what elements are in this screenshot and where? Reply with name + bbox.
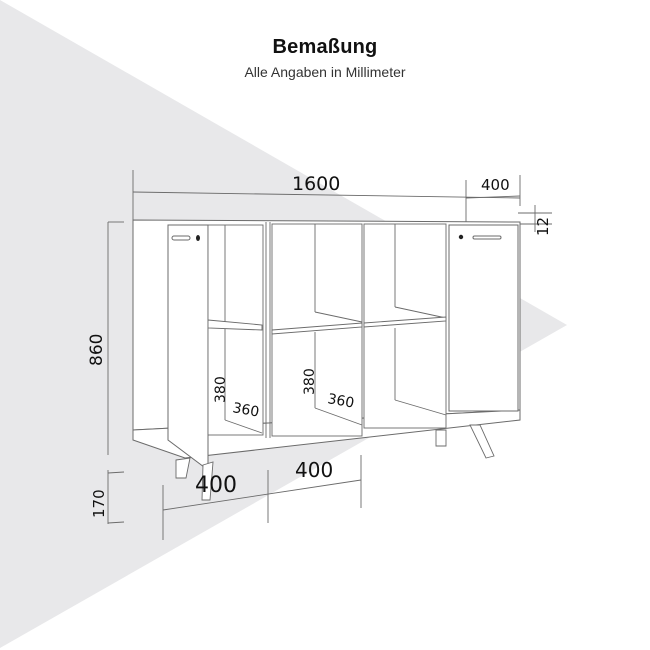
- page-subtitle: Alle Angaben in Millimeter: [244, 64, 406, 80]
- dim-compartment-depth-center: 360: [326, 391, 355, 411]
- dim-compartment-height-left: 380: [213, 376, 229, 403]
- dim-height-body: 860: [87, 334, 107, 366]
- dim-compartment-depth-left: 360: [231, 400, 260, 420]
- dim-module-width-left: 400: [195, 473, 237, 498]
- dim-top-thickness: 12: [534, 217, 552, 236]
- dim-depth: 400: [481, 176, 510, 194]
- page-title: Bemaßung: [272, 36, 378, 58]
- dim-height-legs: 170: [90, 489, 108, 518]
- dim-module-width-center: 400: [295, 458, 333, 482]
- dim-width-total: 1600: [292, 173, 340, 195]
- dim-compartment-height-center: 380: [302, 368, 318, 395]
